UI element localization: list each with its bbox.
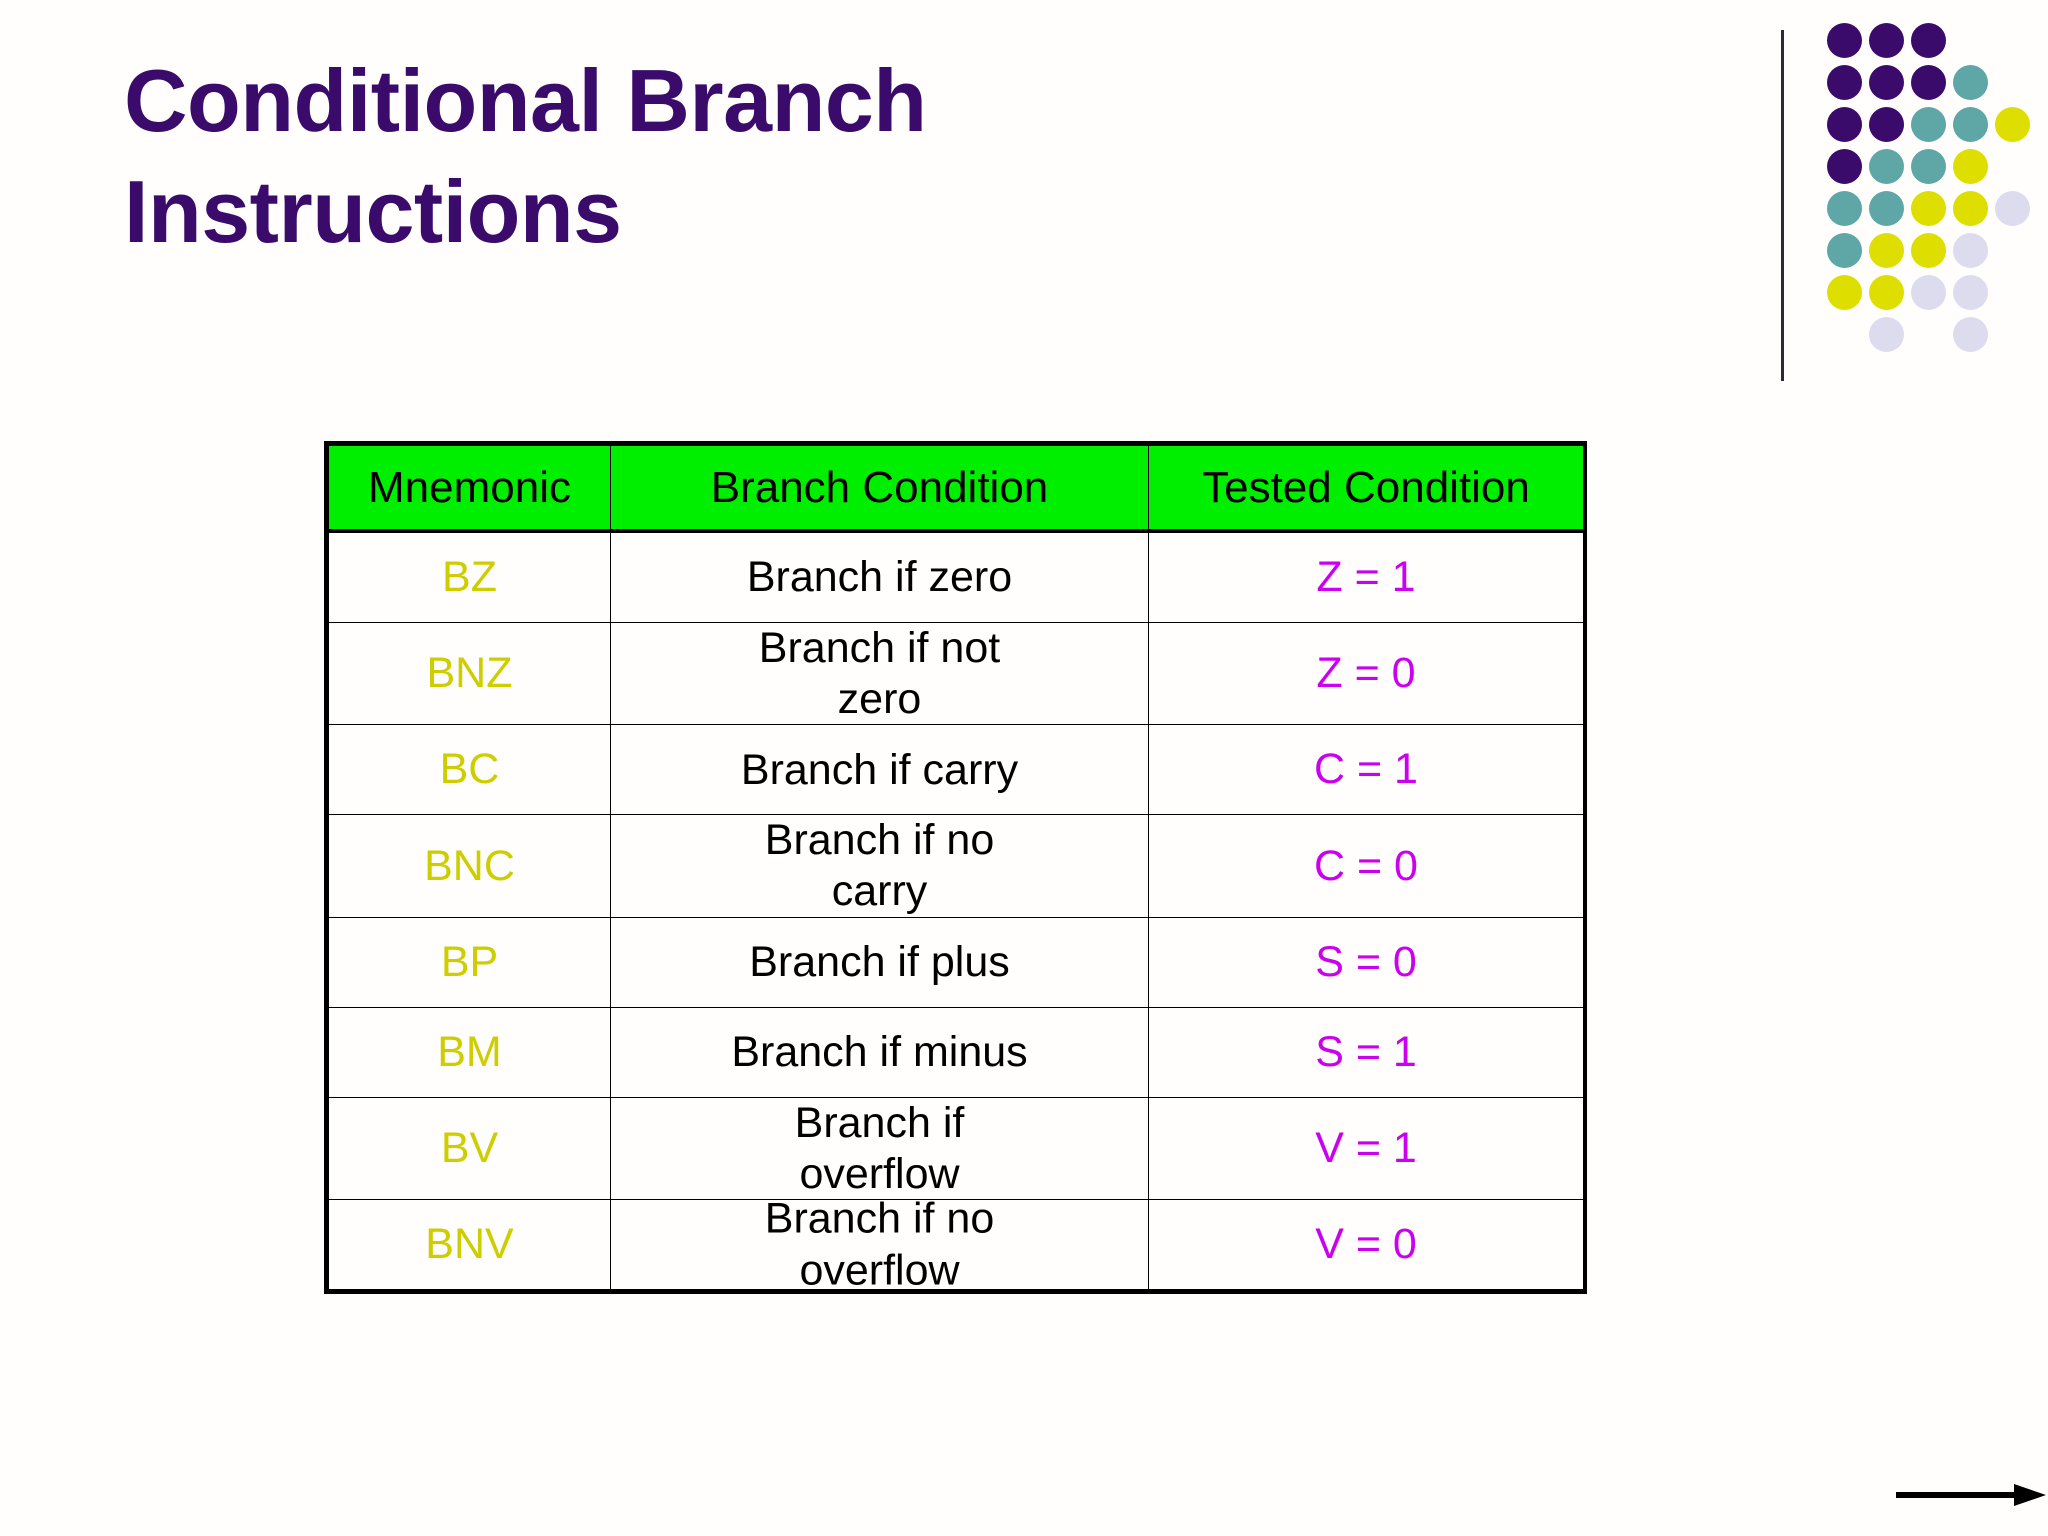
column-header-mnemonic: Mnemonic (328, 445, 611, 533)
cell-branch-condition: Branch if carry (610, 724, 1149, 816)
table-row: BZ Branch if zero Z = 1 (328, 530, 1584, 623)
table-row: BNZ Branch if not zero Z = 0 (328, 621, 1584, 726)
logo-dot-teal (1953, 107, 1988, 142)
cell-tested-condition: S = 1 (1148, 1006, 1584, 1098)
cell-mnemonic: BV (328, 1096, 611, 1201)
column-header-tested-condition: Tested Condition (1148, 445, 1584, 533)
decorative-dot-grid-icon (1827, 23, 2047, 353)
logo-dot-purple (1911, 23, 1946, 58)
logo-dot-yellow (1827, 275, 1862, 310)
logo-dot-purple (1911, 65, 1946, 100)
cell-tested-condition: S = 0 (1148, 916, 1584, 1008)
table-header-row: Mnemonic Branch Condition Tested Conditi… (328, 445, 1584, 533)
logo-dot-yellow (1953, 149, 1988, 184)
cell-mnemonic: BNV (328, 1199, 611, 1291)
branch-instructions-table: Mnemonic Branch Condition Tested Conditi… (328, 445, 1584, 1294)
logo-dot-purple (1827, 107, 1862, 142)
table-row: BNV Branch if no overflow V = 0 (328, 1194, 1584, 1294)
cell-mnemonic: BC (328, 724, 611, 816)
cell-branch-condition: Branch if no overflow (610, 1194, 1149, 1294)
logo-dot-purple (1827, 23, 1862, 58)
logo-dot-teal (1869, 149, 1904, 184)
next-arrow-icon[interactable] (1896, 1482, 2046, 1508)
cell-tested-condition: Z = 1 (1148, 530, 1584, 623)
logo-dot-lavender (1953, 233, 1988, 268)
branch-condition-text: Branch if no carry (764, 816, 995, 916)
cell-mnemonic: BZ (328, 530, 611, 623)
logo-dot-purple (1869, 23, 1904, 58)
branch-condition-text: Branch if minus (731, 1028, 1028, 1077)
logo-dot-purple (1827, 149, 1862, 184)
table-row: BP Branch if plus S = 0 (328, 916, 1584, 1008)
logo-dot-lavender (1911, 275, 1946, 310)
table-body: BZ Branch if zero Z = 1 BNZ Branch if not ze… (328, 530, 1584, 1294)
table-row: BM Branch if minus S = 1 (328, 1006, 1584, 1098)
cell-tested-condition: V = 1 (1148, 1096, 1584, 1201)
logo-dot-teal (1869, 191, 1904, 226)
cell-branch-condition: Branch if overflow (610, 1096, 1149, 1201)
logo-vertical-rule (1781, 30, 1784, 381)
cell-mnemonic: BM (328, 1006, 611, 1098)
branch-condition-text: Branch if zero (746, 553, 1013, 602)
logo-dot-lavender (1869, 317, 1904, 352)
cell-mnemonic: BNC (328, 814, 611, 918)
logo-dot-teal (1911, 149, 1946, 184)
cell-tested-condition: C = 1 (1148, 724, 1584, 816)
table-row: BNC Branch if no carry C = 0 (328, 814, 1584, 918)
logo-dot-lavender (1953, 275, 1988, 310)
logo-dot-yellow (1995, 107, 2030, 142)
logo-dot-teal (1911, 107, 1946, 142)
logo-dot-teal (1827, 191, 1862, 226)
cell-branch-condition: Branch if zero (610, 530, 1149, 623)
cell-branch-condition: Branch if plus (610, 916, 1149, 1008)
branch-condition-text: Branch if not zero (758, 624, 1001, 723)
logo-dot-teal (1953, 65, 1988, 100)
logo-dot-lavender (1995, 191, 2030, 226)
logo-dot-yellow (1869, 233, 1904, 268)
cell-mnemonic: BP (328, 916, 611, 1008)
cell-tested-condition: Z = 0 (1148, 621, 1584, 726)
branch-condition-text: Branch if no overflow (764, 1194, 995, 1294)
logo-dot-teal (1827, 233, 1862, 268)
branch-condition-text: Branch if plus (749, 938, 1010, 987)
logo-dot-yellow (1911, 191, 1946, 226)
branch-condition-text: Branch if carry (740, 745, 1019, 794)
column-header-branch-condition: Branch Condition (610, 445, 1149, 533)
logo-dot-yellow (1911, 233, 1946, 268)
logo-dot-purple (1827, 65, 1862, 100)
branch-instructions-table-wrapper: Mnemonic Branch Condition Tested Conditi… (324, 441, 1587, 1295)
cell-branch-condition: Branch if not zero (610, 621, 1149, 726)
table-row: BV Branch if overflow V = 1 (328, 1096, 1584, 1201)
logo-dot-lavender (1953, 317, 1988, 352)
cell-tested-condition: V = 0 (1148, 1199, 1584, 1291)
cell-mnemonic: BNZ (328, 621, 611, 726)
logo-dot-yellow (1869, 275, 1904, 310)
table-row: BC Branch if carry C = 1 (328, 724, 1584, 816)
cell-branch-condition: Branch if no carry (610, 814, 1149, 918)
page-title: Conditional Branch Instructions (124, 51, 927, 261)
cell-branch-condition: Branch if minus (610, 1006, 1149, 1098)
branch-condition-text: Branch if overflow (794, 1098, 965, 1198)
cell-tested-condition: C = 0 (1148, 814, 1584, 918)
logo-dot-yellow (1953, 191, 1988, 226)
logo-dot-purple (1869, 65, 1904, 100)
logo-dot-purple (1869, 107, 1904, 142)
